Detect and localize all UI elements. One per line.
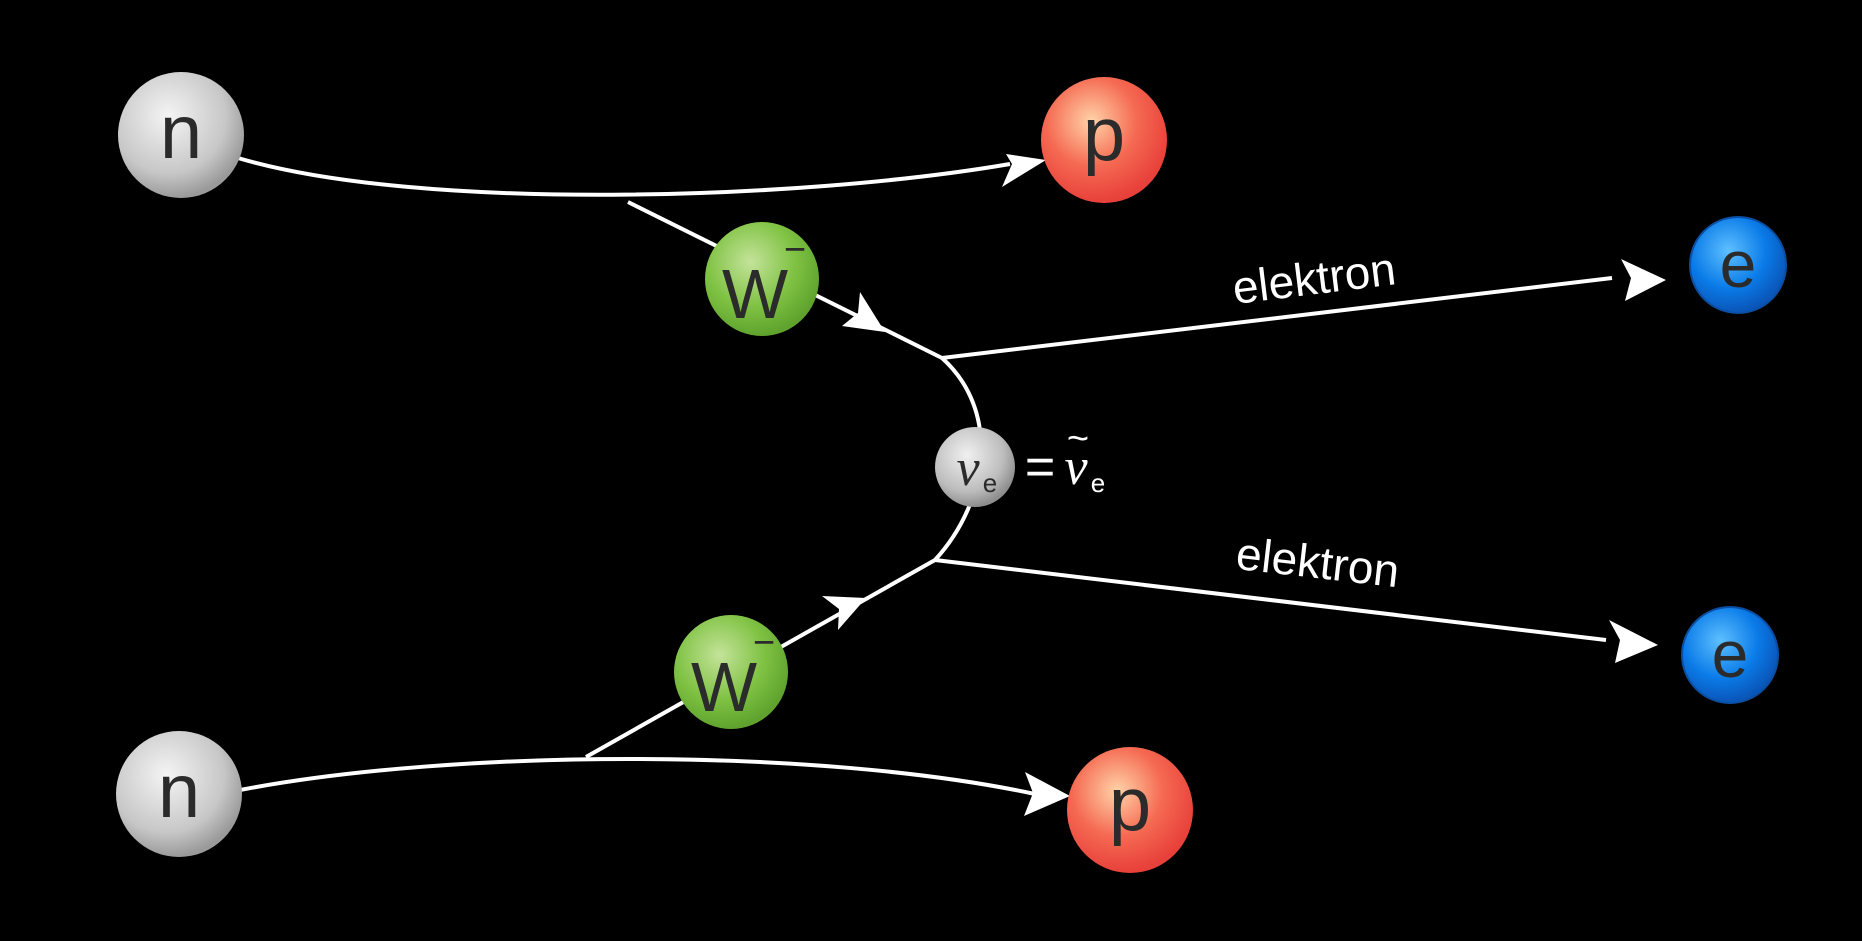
w-boson-top-charge: − [784, 229, 806, 271]
arrow-icon [1621, 259, 1666, 301]
neutron-bottom: n [116, 731, 242, 857]
neutron-proton-line-bottom [239, 756, 1036, 796]
arrow-icon [1609, 620, 1658, 663]
electron-bottom: e [1681, 606, 1779, 704]
antineutrino-subscript: e [1091, 468, 1105, 498]
w-boson-bottom-charge: − [753, 622, 775, 664]
electron-top-caption: elektron [1230, 242, 1399, 314]
antineutrino-equation: = ~ ν e [1025, 418, 1105, 498]
arrow-icon [1002, 154, 1046, 187]
electron-line-top [941, 276, 1613, 360]
electron-top: e [1689, 216, 1787, 314]
w-boson-bottom-label: W [691, 648, 757, 726]
w-boson-top-label: W [722, 255, 788, 333]
w-boson-bottom: W − [674, 615, 788, 729]
neutrino-subscript: e [983, 468, 997, 498]
neutron-bottom-label: n [158, 749, 200, 834]
proton-bottom: p [1067, 747, 1193, 873]
propagator-lines [237, 156, 1613, 796]
electron-bottom-caption: elektron [1234, 527, 1402, 597]
arrow-icon [822, 596, 866, 630]
neutron-proton-line-top [237, 156, 1011, 197]
proton-top-label: p [1083, 92, 1125, 177]
antineutrino-tilde: ~ [1067, 418, 1089, 460]
proton-top: p [1041, 77, 1167, 203]
neutrino: ν e [935, 427, 1015, 507]
electron-line-bottom [934, 558, 1607, 642]
arrow-icon [1024, 772, 1070, 816]
electron-bottom-label: e [1712, 617, 1749, 691]
equals-sign: = [1025, 438, 1055, 496]
neutrino-symbol: ν [956, 440, 980, 497]
w-boson-top: W − [705, 222, 819, 336]
arrow-heads [822, 154, 1666, 816]
electron-top-label: e [1720, 227, 1757, 301]
antineutrino-symbol: ν [1064, 439, 1088, 496]
neutron-top-label: n [160, 90, 202, 175]
proton-bottom-label: p [1109, 762, 1151, 847]
neutron-top: n [118, 72, 244, 198]
arrow-icon [842, 292, 885, 332]
